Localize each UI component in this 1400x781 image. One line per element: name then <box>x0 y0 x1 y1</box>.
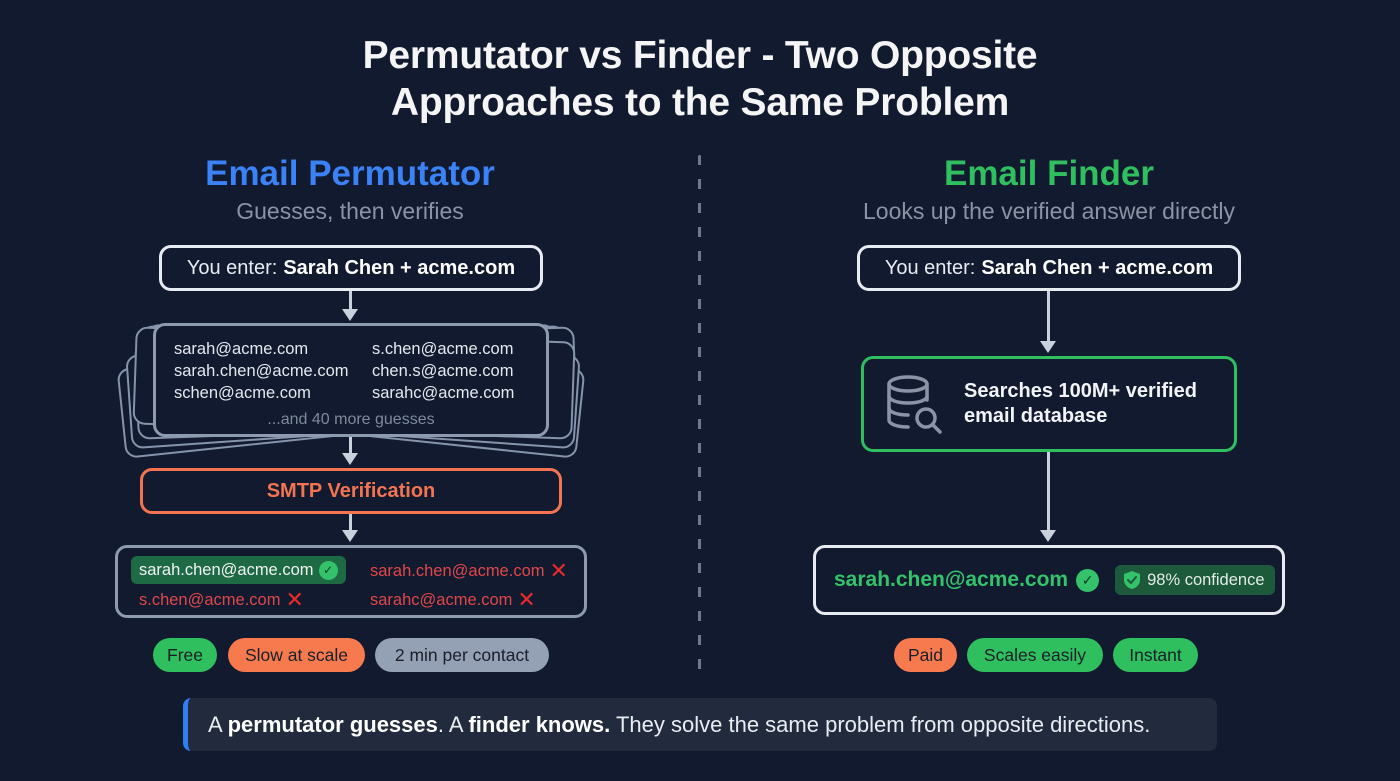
result-invalid: s.chen@acme.com ✕ <box>139 586 304 614</box>
guess-item: sarah.chen@acme.com <box>174 362 349 380</box>
callout-bold: permutator guesses <box>227 711 438 737</box>
callout-text: A <box>208 711 228 737</box>
smtp-verification-step: SMTP Verification <box>140 468 562 514</box>
guess-item: schen@acme.com <box>174 384 311 402</box>
summary-callout: A permutator guesses. A finder knows. Th… <box>183 698 1217 751</box>
confidence-value: 98% confidence <box>1147 570 1265 589</box>
step-line-1: Searches 100M+ verified <box>964 380 1197 402</box>
arrow-down-icon <box>342 453 358 465</box>
tag-paid: Paid <box>894 638 957 672</box>
arrow-line <box>349 514 352 532</box>
finder-input-box: You enter: Sarah Chen + acme.com <box>857 245 1241 291</box>
guess-item: s.chen@acme.com <box>372 340 514 358</box>
page-title: Permutator vs Finder - Two Opposite Appr… <box>0 32 1400 126</box>
finder-result-box: sarah.chen@acme.com ✓ 98% confidence <box>813 545 1285 615</box>
guess-item: chen.s@acme.com <box>372 362 514 380</box>
title-line-1: Permutator vs Finder - Two Opposite <box>362 34 1038 77</box>
guess-item: sarahc@acme.com <box>372 384 515 402</box>
arrow-line <box>1047 452 1050 532</box>
found-email: sarah.chen@acme.com <box>834 568 1069 591</box>
x-icon: ✕ <box>517 587 536 612</box>
database-search-step: Searches 100M+ verified email database <box>861 356 1237 452</box>
callout-text: They solve the same problem from opposit… <box>610 711 1151 737</box>
title-line-2: Approaches to the Same Problem <box>390 81 1010 124</box>
result-email: sarah.chen@acme.com <box>370 561 545 580</box>
guesses-box: sarah@acme.com s.chen@acme.com sarah.che… <box>153 323 549 437</box>
arrow-down-icon <box>1040 341 1056 353</box>
callout-text: . A <box>437 711 469 737</box>
arrow-down-icon <box>1040 530 1056 542</box>
finder-subtitle: Looks up the verified answer directly <box>862 198 1236 224</box>
result-valid: sarah.chen@acme.com ✓ <box>131 556 346 584</box>
permutator-title: Email Permutator <box>205 154 495 193</box>
result-email: s.chen@acme.com <box>139 590 281 609</box>
input-value: Sarah Chen + acme.com <box>981 256 1214 279</box>
permutator-subtitle: Guesses, then verifies <box>236 198 464 224</box>
input-prefix: You enter: <box>186 256 278 279</box>
result-invalid: sarahc@acme.com ✕ <box>370 586 536 614</box>
arrow-line <box>349 437 352 455</box>
x-icon: ✕ <box>549 558 568 583</box>
tag-slow-at-scale: Slow at scale <box>228 638 365 672</box>
input-prefix: You enter: <box>884 256 976 279</box>
check-circle-icon: ✓ <box>1076 568 1100 592</box>
shield-check-icon <box>1124 571 1141 589</box>
more-guesses-note: ...and 40 more guesses <box>267 411 435 428</box>
guess-item: sarah@acme.com <box>174 340 309 358</box>
finder-title: Email Finder <box>943 154 1155 193</box>
arrow-down-icon <box>342 530 358 542</box>
tag-instant: Instant <box>1113 638 1198 672</box>
center-divider <box>698 155 701 675</box>
x-icon: ✕ <box>285 587 304 612</box>
result-invalid: sarah.chen@acme.com ✕ <box>370 557 568 585</box>
database-search-icon <box>887 375 942 434</box>
tag-free: Free <box>153 638 217 672</box>
result-email: sarah.chen@acme.com <box>139 560 314 579</box>
arrow-line <box>349 291 352 311</box>
input-value: Sarah Chen + acme.com <box>283 256 516 279</box>
permutator-input-box: You enter: Sarah Chen + acme.com <box>159 245 543 291</box>
callout-bold: finder knows. <box>468 711 611 737</box>
result-email: sarahc@acme.com <box>370 590 513 609</box>
arrow-down-icon <box>342 309 358 321</box>
step-line-2: email database <box>964 405 1108 427</box>
tag-time-per-contact: 2 min per contact <box>375 638 549 672</box>
arrow-line <box>1047 291 1050 343</box>
verification-results-box: sarah.chen@acme.com ✓ sarah.chen@acme.co… <box>115 545 587 618</box>
tag-scales-easily: Scales easily <box>967 638 1103 672</box>
confidence-badge: 98% confidence <box>1115 565 1275 595</box>
check-circle-icon: ✓ <box>318 560 338 580</box>
